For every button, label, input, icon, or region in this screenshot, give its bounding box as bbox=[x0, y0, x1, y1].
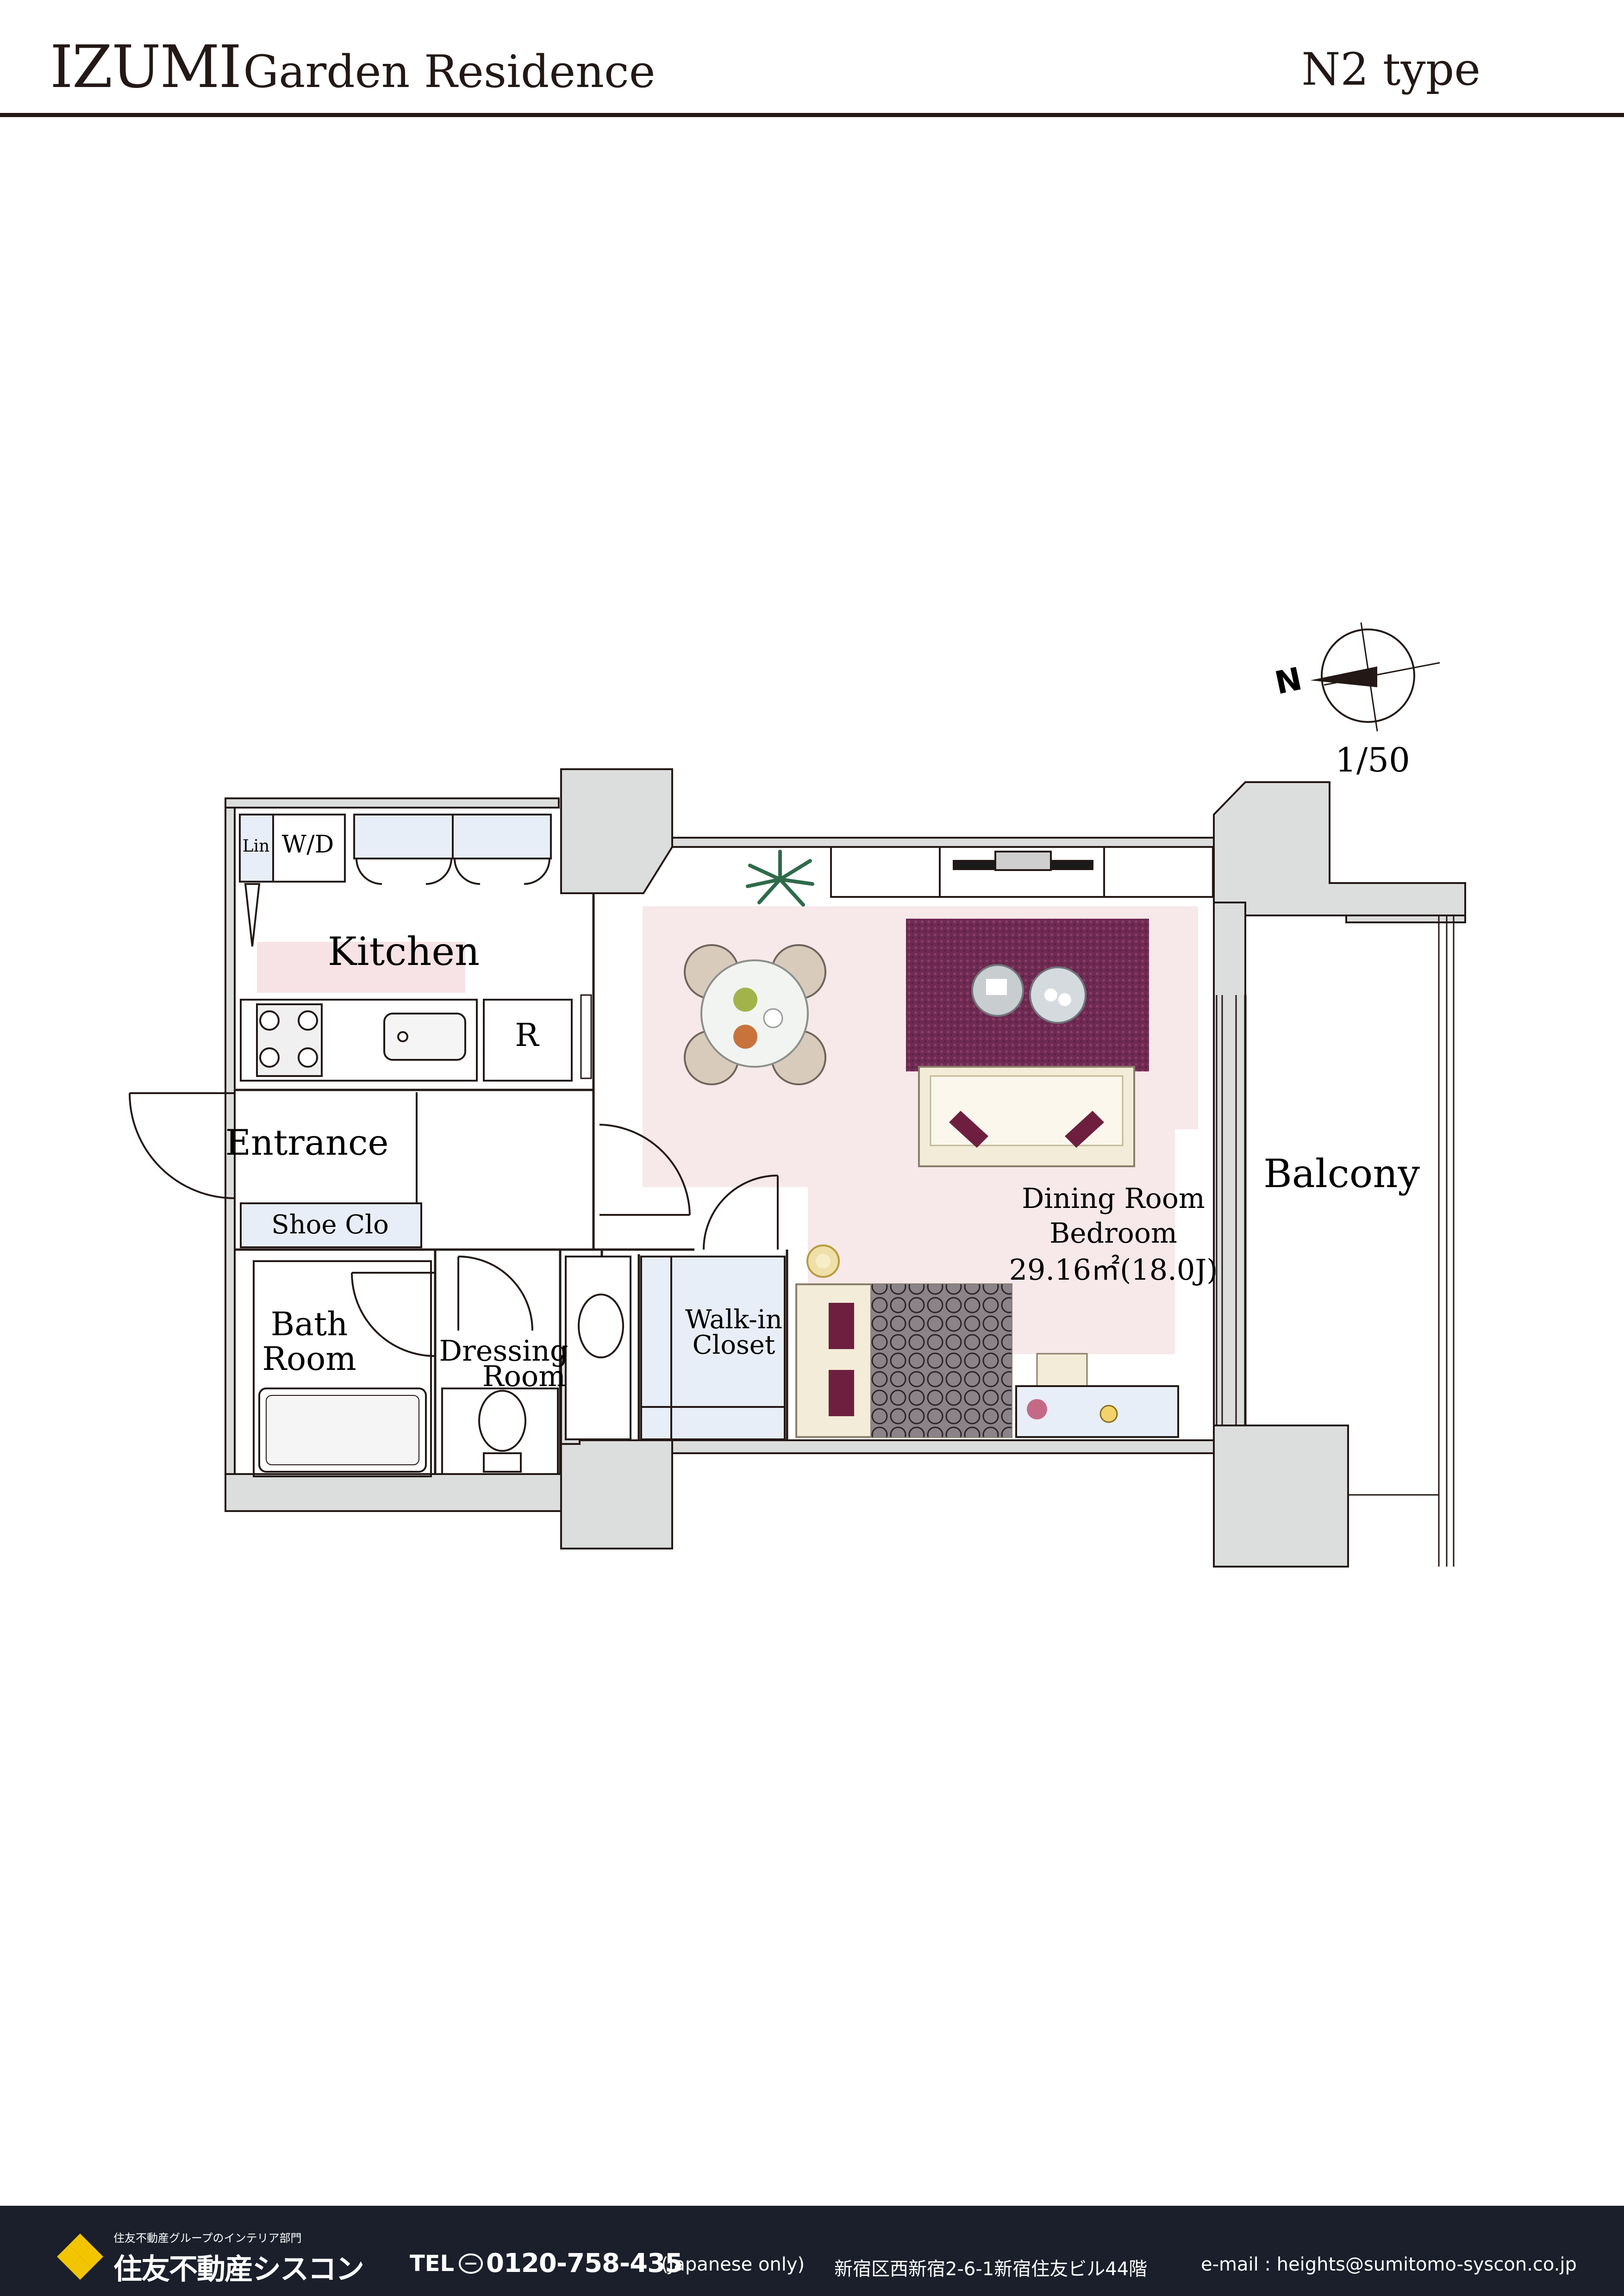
scale-label: 1/50 bbox=[1335, 740, 1410, 779]
sofa bbox=[918, 1066, 1135, 1167]
tel-note: (Japanese only) bbox=[661, 2254, 805, 2275]
walkin-label-line1: Walk-in bbox=[685, 1305, 782, 1335]
plant-icon bbox=[746, 850, 814, 907]
company-name: 住友不動産シスコン bbox=[113, 2252, 364, 2286]
shoe-closet-label: Shoe Clo bbox=[271, 1210, 389, 1240]
desk bbox=[1015, 1353, 1179, 1438]
toilet bbox=[441, 1388, 559, 1475]
bathtub bbox=[253, 1260, 432, 1477]
kitchen-cabinets bbox=[353, 814, 552, 885]
dining-label-line1: Dining Room bbox=[1022, 1182, 1205, 1215]
bath-label-line2: Room bbox=[262, 1340, 356, 1378]
walls bbox=[225, 768, 1466, 1568]
company-address: 新宿区西新宿2-6-1新宿住友ビル44階 bbox=[834, 2259, 1148, 2280]
lin-label: Lin bbox=[243, 837, 270, 856]
dressing-label-line2: Room bbox=[482, 1359, 566, 1393]
kitchen-counter bbox=[240, 999, 478, 1082]
entrance-door bbox=[129, 1092, 236, 1199]
dressing-label-line1: Dressing bbox=[439, 1334, 568, 1368]
bath-label-line1: Bath bbox=[271, 1305, 348, 1343]
header-divider bbox=[0, 113, 1624, 117]
dining-table bbox=[684, 944, 826, 1085]
bed bbox=[795, 1283, 1012, 1438]
laundry-cabinet bbox=[239, 814, 346, 883]
unit-type-label: N2 type bbox=[1301, 44, 1480, 95]
rug bbox=[906, 919, 1149, 1071]
walkin-closet bbox=[640, 1256, 786, 1440]
title-main: IZUMI bbox=[50, 33, 242, 101]
dining-label-line2: Bedroom bbox=[1049, 1217, 1177, 1250]
tel-number[interactable]: 0120-758-435 bbox=[486, 2248, 683, 2278]
entrance-label: Entrance bbox=[225, 1122, 388, 1163]
free-dial-icon bbox=[459, 2253, 483, 2274]
footer-bar: 住友不動産グループのインテリア部門 住友不動産シスコン TEL 0120-758… bbox=[0, 2206, 1624, 2296]
company-subtitle: 住友不動産グループのインテリア部門 bbox=[113, 2232, 302, 2245]
balcony-label: Balcony bbox=[1263, 1151, 1420, 1196]
walkin-label-line2: Closet bbox=[693, 1330, 775, 1360]
tv-board bbox=[830, 846, 1214, 898]
shoe-closet bbox=[240, 1202, 422, 1248]
kitchen-door-swing bbox=[244, 883, 261, 947]
tel-label: TEL bbox=[410, 2251, 455, 2277]
wd-label: W/D bbox=[282, 831, 334, 859]
refrigerator bbox=[483, 999, 573, 1082]
page-title: IZUMI Garden Residence bbox=[50, 38, 656, 96]
fridge-label: R bbox=[515, 1017, 539, 1054]
balcony-windows bbox=[1216, 915, 1455, 1567]
compass-north-label: N bbox=[1272, 661, 1305, 702]
sliding-door bbox=[580, 994, 592, 1079]
kitchen-label: Kitchen bbox=[328, 929, 480, 974]
hall-door-swings bbox=[351, 1124, 779, 1357]
lamp-icon bbox=[806, 1244, 840, 1278]
title-sub: Garden Residence bbox=[243, 46, 656, 98]
dining-area-label: 29.16㎡(18.0J) bbox=[1009, 1253, 1218, 1287]
compass-icon bbox=[1310, 622, 1440, 732]
floor-plan: Lin W/D Kitchen R Entrance Shoe Clo bbox=[129, 622, 1466, 1568]
company-logo-icon bbox=[57, 2234, 103, 2280]
washbasin bbox=[565, 1256, 631, 1440]
contact-email[interactable]: e-mail : heights@sumitomo-syscon.co.jp bbox=[1201, 2254, 1577, 2275]
